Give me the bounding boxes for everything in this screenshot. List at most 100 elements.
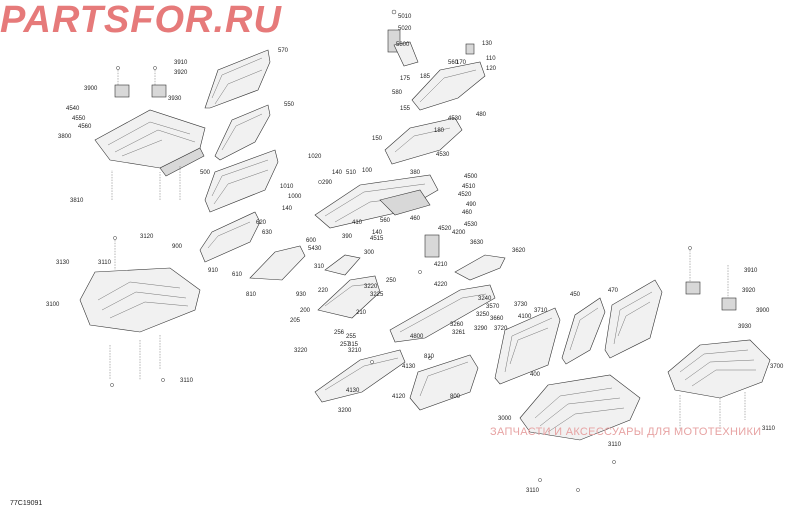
callout-4520: 4520	[458, 192, 472, 198]
callout-4530: 4530	[464, 222, 478, 228]
skid-plate-right	[667, 246, 771, 430]
callout-3910: 3910	[174, 60, 188, 66]
callout-256: 256	[334, 330, 345, 336]
callout-3930: 3930	[738, 324, 752, 330]
callout-205: 205	[290, 318, 301, 324]
callout-3110: 3110	[180, 378, 194, 384]
callout-610: 610	[232, 272, 243, 278]
callout-220: 220	[318, 288, 329, 294]
callout-5800: 5800	[396, 42, 410, 48]
callout-3800: 3800	[58, 134, 72, 140]
callout-3920: 3920	[174, 70, 188, 76]
callout-930: 930	[296, 292, 307, 298]
callout-250: 250	[386, 278, 397, 284]
bracket-3620	[454, 254, 506, 281]
callout-3700: 3700	[770, 364, 784, 370]
callout-4200: 4200	[452, 230, 466, 236]
callout-3240: 3240	[478, 296, 492, 302]
callout-185: 185	[420, 74, 431, 80]
callout-1010: 1010	[280, 184, 294, 190]
mount-bracket-380	[379, 189, 440, 258]
callout-290: 290	[322, 180, 333, 186]
callout-315: 315	[348, 342, 359, 348]
callout-3710: 3710	[534, 308, 548, 314]
callout-3630: 3630	[470, 240, 484, 246]
callout-510: 510	[346, 170, 357, 176]
callout-4550: 4550	[72, 116, 86, 122]
callout-3620: 3620	[512, 248, 526, 254]
frame-rail-4220	[389, 284, 496, 343]
skid-plate-front-left	[94, 66, 206, 200]
callout-460: 460	[462, 210, 473, 216]
callout-4120: 4120	[392, 394, 406, 400]
callout-210: 210	[356, 310, 367, 316]
side-panel-570	[204, 49, 271, 109]
callout-4530: 4530	[436, 152, 450, 158]
callout-620: 620	[256, 220, 267, 226]
callout-257: 257	[340, 342, 351, 348]
callout-3930: 3930	[168, 96, 182, 102]
callout-3290: 3290	[474, 326, 488, 332]
callout-490: 490	[466, 202, 477, 208]
callout-120: 120	[486, 66, 497, 72]
callout-150: 150	[372, 136, 383, 142]
callout-3120: 3120	[140, 234, 154, 240]
callout-5430: 5430	[308, 246, 322, 252]
callout-400: 400	[530, 372, 541, 378]
callout-3660: 3660	[490, 316, 504, 322]
watermark-logo: PARTSFOR.RU	[0, 0, 281, 40]
callout-900: 900	[172, 244, 183, 250]
callout-560: 560	[380, 218, 391, 224]
callout-5010: 5010	[398, 14, 412, 20]
callout-155: 155	[400, 106, 411, 112]
callout-810: 810	[246, 292, 257, 298]
callout-550: 550	[284, 102, 295, 108]
callout-3000: 3000	[498, 416, 512, 422]
callout-3720: 3720	[494, 326, 508, 332]
callout-4560: 4560	[78, 124, 92, 130]
callout-3100: 3100	[46, 302, 60, 308]
diagram-reference-code: 77C19091	[10, 500, 43, 507]
side-panel-900	[199, 211, 261, 263]
callout-600: 600	[306, 238, 317, 244]
panel-800	[409, 354, 479, 411]
callout-500: 500	[200, 170, 211, 176]
side-panel-550	[214, 104, 271, 161]
callout-3900: 3900	[84, 86, 98, 92]
callout-630: 630	[262, 230, 273, 236]
callout-4130: 4130	[346, 388, 360, 394]
callout-5020: 5020	[398, 26, 412, 32]
callout-3110: 3110	[98, 260, 112, 266]
callout-300: 300	[364, 250, 375, 256]
callout-570: 570	[278, 48, 289, 54]
callout-560: 560	[448, 60, 459, 66]
callout-580: 580	[392, 90, 403, 96]
callout-1000: 1000	[288, 194, 302, 200]
callout-480: 480	[476, 112, 487, 118]
callout-410: 410	[352, 220, 363, 226]
console-tunnel-150	[384, 117, 463, 165]
frame-rail-3200	[314, 349, 406, 403]
callout-910: 910	[208, 268, 219, 274]
callout-4100: 4100	[518, 314, 532, 320]
callout-4515: 4515	[370, 236, 384, 242]
frame-member-3220	[317, 275, 381, 319]
callout-1020: 1020	[308, 154, 322, 160]
callout-3261: 3261	[452, 330, 466, 336]
callout-3220: 3220	[364, 284, 378, 290]
console-upper-130	[411, 43, 486, 111]
callout-3110: 3110	[762, 426, 776, 432]
callout-175: 175	[400, 76, 411, 82]
callout-3730: 3730	[514, 302, 528, 308]
fasteners	[110, 180, 616, 492]
callout-100: 100	[362, 168, 373, 174]
callout-3200: 3200	[338, 408, 352, 414]
watermark-tagline: ЗАПЧАСТИ И АКСЕССУАРЫ ДЛЯ МОТОТЕХНИКИ	[490, 426, 762, 438]
callout-3260: 3260	[450, 322, 464, 328]
callout-3225: 3225	[370, 292, 384, 298]
callout-4130: 4130	[402, 364, 416, 370]
callout-4800: 4800	[410, 334, 424, 340]
side-panel-500	[204, 149, 279, 213]
